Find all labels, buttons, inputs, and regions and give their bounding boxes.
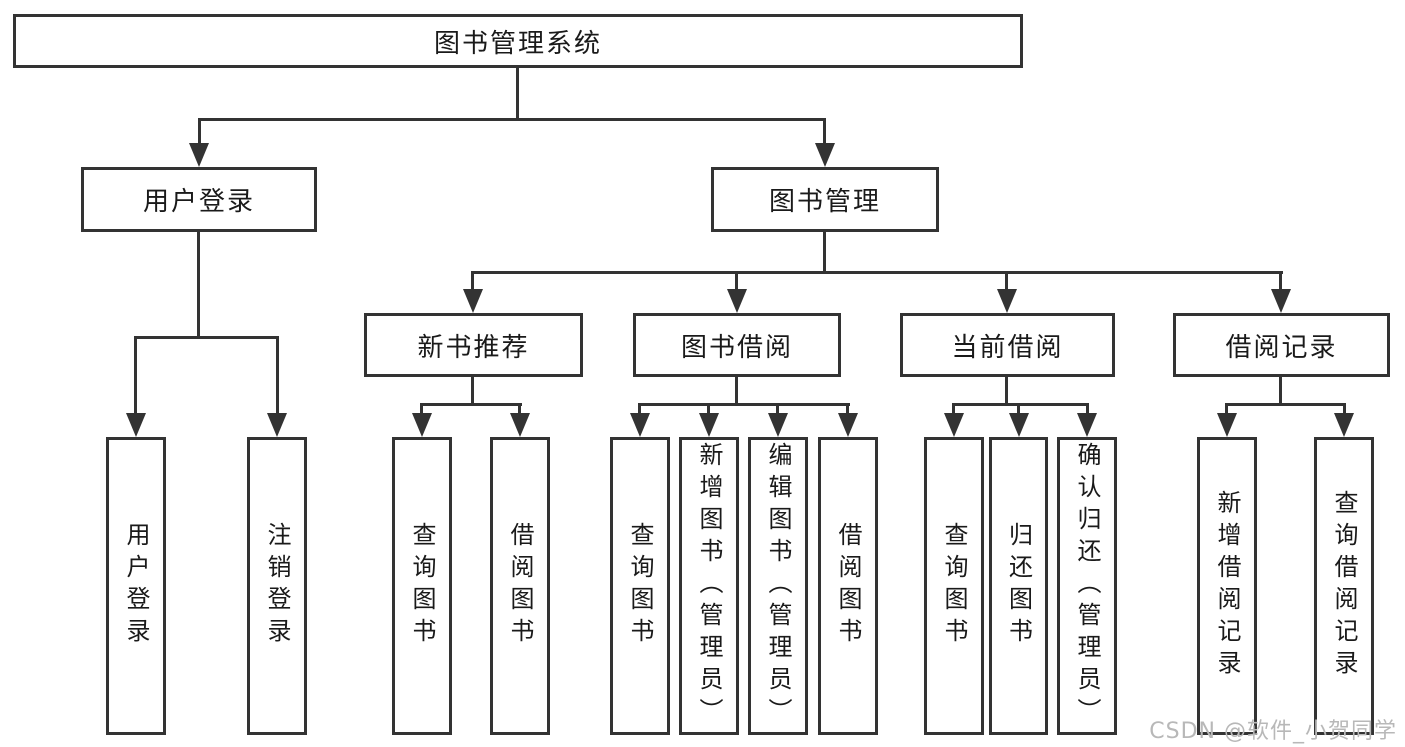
connector-vline	[420, 403, 423, 417]
node-label: 编辑图书（管理员）	[764, 442, 792, 730]
leaf-current-confirm-return-admin: 确认归还（管理员）	[1057, 437, 1117, 735]
arrow-down-icon	[463, 289, 483, 313]
connector-vline	[1343, 403, 1346, 417]
connector-vline	[1017, 403, 1020, 417]
leaf-borrowing-borrow-books: 借阅图书	[818, 437, 878, 735]
node-label: 注销登录	[263, 522, 291, 650]
connector-vline	[1086, 403, 1089, 417]
arrow-down-icon	[727, 289, 747, 313]
connector-vline	[471, 377, 474, 406]
leaf-user-login: 用户登录	[106, 437, 166, 735]
node-book-borrowing: 图书借阅	[633, 313, 841, 377]
connector-vline	[198, 118, 201, 148]
connector-hline	[638, 403, 850, 406]
leaf-records-query-borrow-record: 查询借阅记录	[1314, 437, 1374, 735]
connector-vline	[823, 118, 826, 148]
connector-hline	[471, 271, 1283, 274]
node-label: 借阅图书	[834, 522, 862, 650]
arrow-down-icon	[1334, 413, 1354, 437]
connector-hline	[198, 118, 826, 121]
node-label: 新增图书（管理员）	[695, 442, 723, 730]
node-label: 用户登录	[122, 522, 150, 650]
connector-vline	[197, 230, 200, 338]
arrow-down-icon	[699, 413, 719, 437]
connector-vline	[846, 403, 849, 417]
node-label: 归还图书	[1004, 522, 1033, 650]
arrow-down-icon	[1217, 413, 1237, 437]
connector-vline	[707, 403, 710, 417]
arrow-down-icon	[1077, 413, 1097, 437]
connector-vline	[776, 403, 779, 417]
leaf-recommend-query-books: 查询图书	[392, 437, 452, 735]
node-label: 图书管理系统	[433, 28, 602, 59]
leaf-records-add-borrow-record: 新增借阅记录	[1197, 437, 1257, 735]
arrow-down-icon	[944, 413, 964, 437]
connector-vline	[1279, 271, 1282, 291]
connector-hline	[420, 403, 522, 406]
connector-vline	[276, 336, 279, 416]
connector-vline	[1005, 377, 1008, 406]
leaf-borrowing-edit-books-admin: 编辑图书（管理员）	[748, 437, 808, 735]
node-current-borrowing: 当前借阅	[900, 313, 1115, 377]
arrow-down-icon	[189, 143, 209, 167]
connector-vline	[1005, 271, 1008, 291]
connector-vline	[952, 403, 955, 417]
connector-vline	[638, 403, 641, 417]
node-label: 用户登录	[142, 187, 255, 217]
leaf-current-query-books: 查询图书	[924, 437, 984, 735]
connector-vline	[516, 66, 519, 120]
arrow-down-icon	[267, 413, 287, 437]
node-label: 新增借阅记录	[1213, 490, 1241, 682]
node-label: 当前借阅	[951, 332, 1064, 363]
node-label: 借阅记录	[1225, 332, 1338, 363]
node-new-book-recommend: 新书推荐	[364, 313, 583, 377]
leaf-borrowing-query-books: 查询图书	[610, 437, 670, 735]
leaf-borrowing-add-books-admin: 新增图书（管理员）	[679, 437, 739, 735]
connector-hline	[1225, 403, 1346, 406]
node-label: 借阅图书	[506, 522, 534, 650]
connector-vline	[134, 336, 137, 416]
node-label: 图书借阅	[680, 332, 793, 363]
arrow-down-icon	[1271, 289, 1291, 313]
node-book-management: 图书管理	[711, 167, 939, 232]
connector-vline	[735, 271, 738, 291]
arrow-down-icon	[1009, 413, 1029, 437]
connector-vline	[471, 271, 474, 291]
node-label: 查询图书	[408, 522, 436, 650]
node-user-login-group: 用户登录	[81, 167, 317, 232]
connector-vline	[823, 230, 826, 273]
node-label: 查询借阅记录	[1330, 490, 1358, 682]
connector-vline	[518, 403, 521, 417]
arrow-down-icon	[126, 413, 146, 437]
node-root-library-management-system: 图书管理系统	[13, 14, 1023, 68]
node-label: 查询图书	[626, 522, 654, 650]
leaf-current-return-books: 归还图书	[989, 437, 1048, 735]
node-label: 新书推荐	[417, 332, 530, 363]
arrow-down-icon	[510, 413, 530, 437]
arrow-down-icon	[838, 413, 858, 437]
node-label: 确认归还（管理员）	[1073, 442, 1101, 730]
connector-hline	[952, 403, 1089, 406]
connector-vline	[1225, 403, 1228, 417]
arrow-down-icon	[768, 413, 788, 437]
leaf-recommend-borrow-books: 借阅图书	[490, 437, 550, 735]
csdn-watermark: CSDN @软件_小贺同学	[1149, 719, 1397, 744]
node-label: 图书管理	[768, 187, 881, 217]
node-borrowing-records: 借阅记录	[1173, 313, 1390, 377]
arrow-down-icon	[630, 413, 650, 437]
connector-vline	[735, 377, 738, 406]
connector-hline	[134, 336, 279, 339]
arrow-down-icon	[815, 143, 835, 167]
connector-vline	[1279, 377, 1282, 406]
arrow-down-icon	[412, 413, 432, 437]
leaf-logout: 注销登录	[247, 437, 307, 735]
arrow-down-icon	[997, 289, 1017, 313]
node-label: 查询图书	[940, 522, 968, 650]
